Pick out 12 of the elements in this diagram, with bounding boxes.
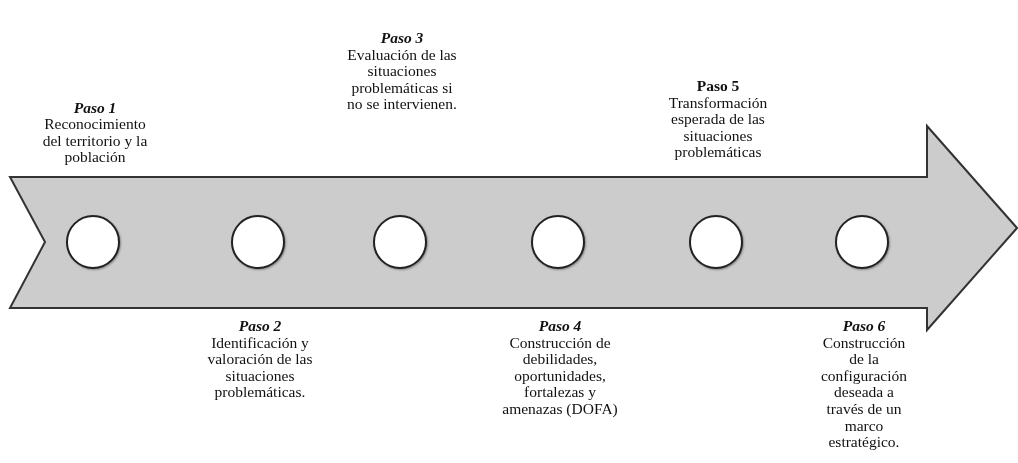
step-description: Transformación esperada de las situaciones problemáticas: [667, 94, 769, 161]
step-title: Paso 6: [842, 318, 886, 335]
step-description: Construcción de la configuración deseada a través de un marco estratégico.: [819, 334, 909, 451]
step-title: Paso 2: [238, 318, 282, 335]
step-title: Paso 4: [538, 318, 582, 335]
step-description: Identificación y valoración de las situaciones problemáticas.: [206, 334, 314, 401]
step-description: Evaluación de las situaciones problemáticas si no se intervienen.: [346, 46, 458, 113]
step-description: Construcción de debilidades, oportunidades, fortalezas y amenazas (DOFA): [501, 334, 619, 418]
step-title: Paso 1: [73, 99, 117, 117]
step-title: Paso 3: [380, 30, 424, 47]
step-description: Reconocimiento del territorio y la población: [41, 116, 149, 166]
step-title: Paso 5: [696, 78, 740, 95]
